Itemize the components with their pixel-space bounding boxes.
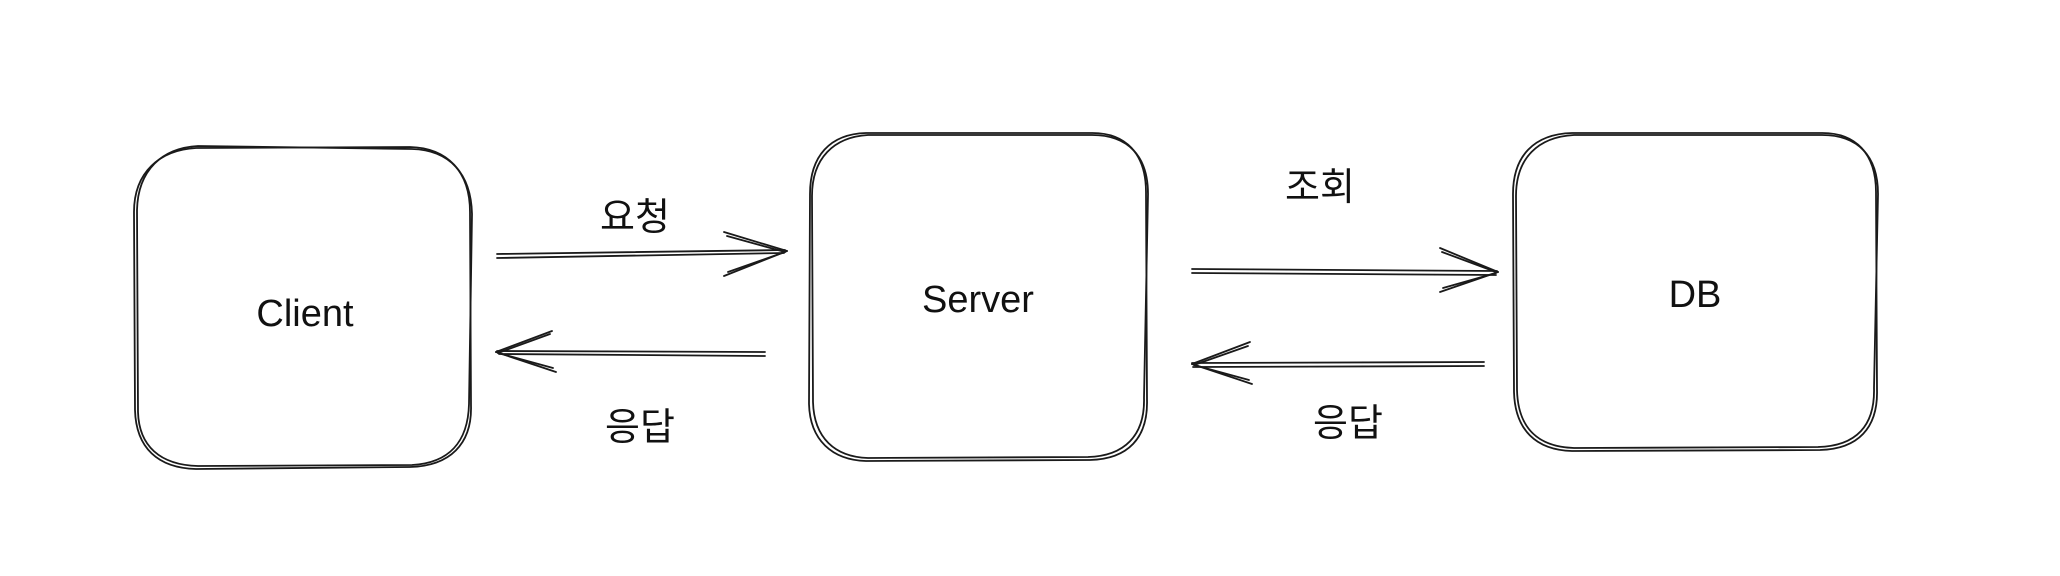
server-label: Server	[922, 279, 1034, 321]
client-node: Client	[133, 145, 473, 470]
client-label: Client	[256, 293, 354, 335]
db-node: DB	[1512, 132, 1879, 452]
db-label: DB	[1669, 274, 1722, 316]
edge-label-query: 조회	[1285, 165, 1355, 209]
edge-label-request: 요청	[600, 195, 670, 239]
edge-server-to-client: 응답	[495, 330, 766, 449]
server-node: Server	[808, 132, 1149, 462]
edge-label-response-client: 응답	[605, 405, 675, 449]
edge-server-to-db: 조회	[1191, 165, 1499, 293]
edge-db-to-server: 응답	[1191, 341, 1485, 445]
edge-label-response-server: 응답	[1313, 401, 1383, 445]
edge-client-to-server: 요청	[496, 195, 788, 277]
